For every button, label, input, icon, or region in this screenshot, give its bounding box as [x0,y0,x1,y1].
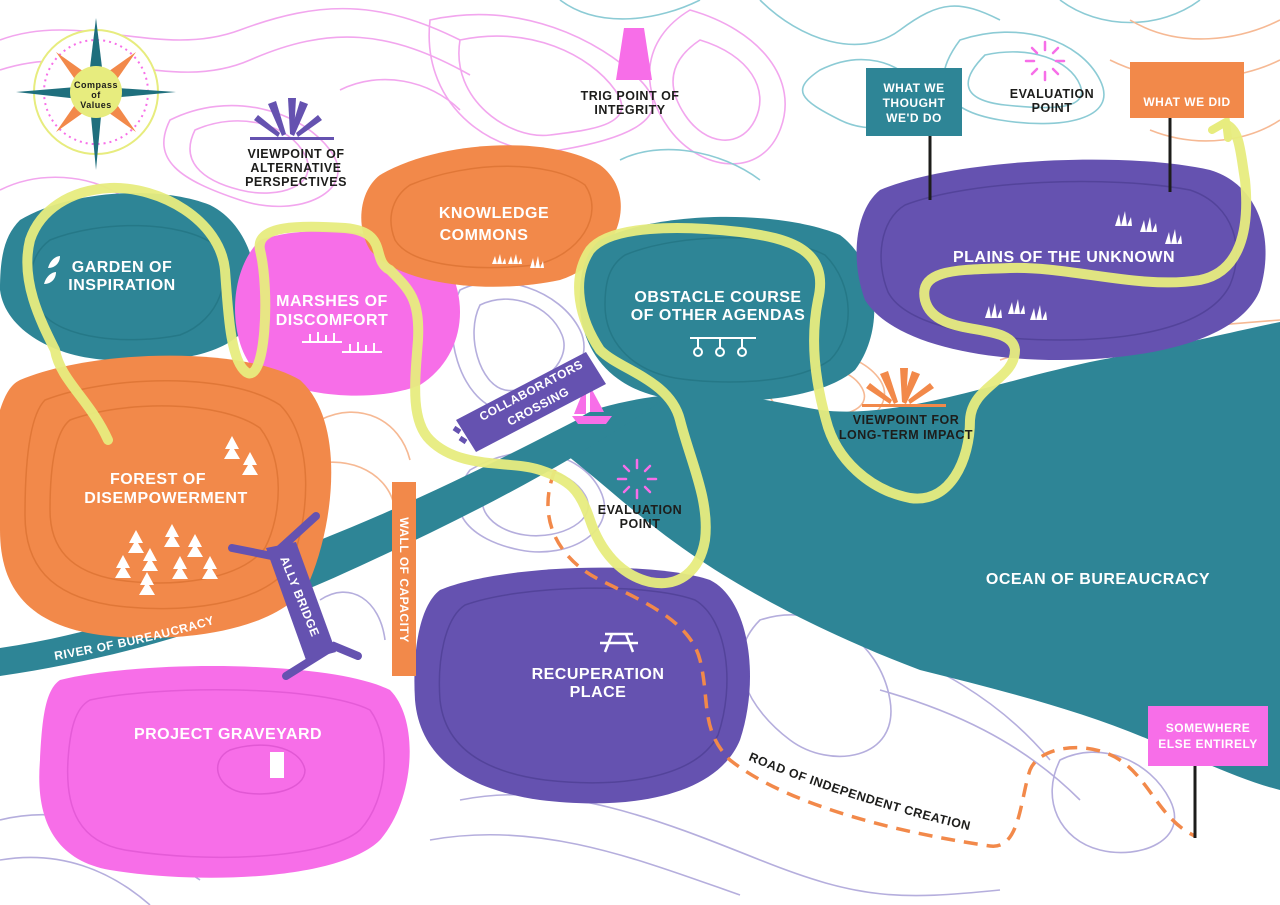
label-obstacle: OBSTACLE COURSE OF OTHER AGENDAS [631,289,806,324]
trig-point-icon [616,28,652,80]
label-forest: FOREST OF DISEMPOWERMENT [84,471,247,507]
svg-text:VIEWPOINT OF: VIEWPOINT OF [248,147,345,161]
svg-text:PLACE: PLACE [570,684,627,701]
compass-of-values[interactable] [16,18,176,170]
evaluation-icon-mid [616,458,658,500]
picnic-table-icon [600,632,638,653]
label-sign-did: WHAT WE DID [1143,95,1230,109]
svg-text:Values: Values [80,100,112,110]
region-recuperation[interactable] [414,567,750,804]
label-graveyard: PROJECT GRAVEYARD [134,726,322,743]
label-plains: PLAINS OF THE UNKNOWN [953,249,1175,266]
svg-text:TRIG POINT OF: TRIG POINT OF [581,89,680,103]
region-plains[interactable] [856,159,1266,360]
label-eval-top: EVALUATION POINT [1010,87,1094,115]
svg-text:INSPIRATION: INSPIRATION [68,277,175,294]
svg-text:WALL OF CAPACITY: WALL OF CAPACITY [397,517,411,643]
ally-bridge [228,512,362,680]
svg-text:VIEWPOINT FOR: VIEWPOINT FOR [853,413,960,427]
label-knowledge: KNOWLEDGE COMMONS [439,205,549,244]
sailboat-icon [572,384,612,424]
svg-text:LONG-TERM IMPACT: LONG-TERM IMPACT [839,428,973,442]
label-viewpoint-alt: VIEWPOINT OF ALTERNATIVE PERSPECTIVES [245,147,347,189]
svg-text:OCEAN OF BUREAUCRACY: OCEAN OF BUREAUCRACY [986,571,1210,588]
tree-icons [115,436,258,595]
svg-text:POINT: POINT [1032,101,1073,115]
svg-text:WHAT WE: WHAT WE [883,81,944,95]
viewpoint-lt-icon [862,368,946,407]
label-recuperation: RECUPERATION PLACE [532,666,665,701]
ocean-of-bureaucracy [560,322,1280,790]
svg-text:INTEGRITY: INTEGRITY [594,103,665,117]
svg-text:POINT: POINT [620,517,661,531]
sign-somewhere-else[interactable] [1148,706,1268,838]
svg-text:Compass: Compass [74,80,118,90]
label-wall: WALL OF CAPACITY [397,517,411,643]
svg-text:OF OTHER AGENDAS: OF OTHER AGENDAS [631,307,806,324]
svg-text:FOREST OF: FOREST OF [110,471,206,488]
compass-label: Compass of Values [74,80,118,110]
obstacle-icon [690,337,756,357]
svg-text:COMMONS: COMMONS [440,227,529,244]
label-garden: GARDEN OF INSPIRATION [68,259,175,294]
svg-text:EVALUATION: EVALUATION [1010,87,1094,101]
region-graveyard[interactable] [39,666,410,878]
road-of-independent-creation [546,469,1196,848]
label-sign-somewhere: SOMEWHERE ELSE ENTIRELY [1158,721,1257,751]
svg-text:OBSTACLE COURSE: OBSTACLE COURSE [634,289,801,306]
label-ocean: OCEAN OF BUREAUCRACY [986,571,1210,588]
svg-text:WE'D DO: WE'D DO [886,111,942,125]
svg-text:of: of [91,90,101,100]
svg-text:EVALUATION: EVALUATION [598,503,682,517]
collaborators-crossing-bridge [452,352,606,452]
grass-icons [492,211,1182,320]
wall-of-capacity [392,482,416,676]
label-marshes: MARSHES OF DISCOMFORT [276,293,389,329]
svg-text:PROJECT GRAVEYARD: PROJECT GRAVEYARD [134,726,322,743]
label-road: ROAD OF INDEPENDENT CREATION [747,750,972,833]
label-sign-thought: WHAT WE THOUGHT WE'D DO [883,81,946,125]
svg-text:PLAINS OF THE UNKNOWN: PLAINS OF THE UNKNOWN [953,249,1175,266]
viewpoint-alt-icon [250,98,334,140]
svg-text:GARDEN OF: GARDEN OF [72,259,173,276]
region-forest[interactable] [0,355,332,638]
journey-path [22,119,1252,589]
svg-text:WHAT WE DID: WHAT WE DID [1143,95,1230,109]
svg-text:SOMEWHERE: SOMEWHERE [1166,721,1251,735]
svg-text:DISCOMFORT: DISCOMFORT [276,312,389,329]
svg-text:RECUPERATION: RECUPERATION [532,666,665,683]
region-knowledge[interactable] [361,145,621,287]
svg-text:MARSHES OF: MARSHES OF [276,293,388,310]
svg-text:KNOWLEDGE: KNOWLEDGE [439,205,549,222]
evaluation-icon-top [1024,40,1066,82]
svg-text:DISEMPOWERMENT: DISEMPOWERMENT [84,490,247,507]
svg-text:THOUGHT: THOUGHT [883,96,946,110]
marsh-icons [302,332,382,353]
label-eval-mid: EVALUATION POINT [598,503,682,531]
svg-text:PERSPECTIVES: PERSPECTIVES [245,175,347,189]
journey-arrowhead [1208,115,1232,142]
svg-text:ALTERNATIVE: ALTERNATIVE [250,161,341,175]
gravestone-icon [270,752,284,778]
region-marshes[interactable] [235,231,460,396]
sign-what-we-did[interactable] [1130,62,1244,192]
label-collaborators: COLLABORATORS CROSSING [477,357,585,428]
leaf-icon [44,256,60,284]
svg-text:ELSE ENTIRELY: ELSE ENTIRELY [1158,737,1257,751]
label-viewpoint-lt: VIEWPOINT FOR LONG-TERM IMPACT [839,413,973,442]
label-trig: TRIG POINT OF INTEGRITY [581,89,680,117]
sign-what-we-thought[interactable] [866,68,962,200]
